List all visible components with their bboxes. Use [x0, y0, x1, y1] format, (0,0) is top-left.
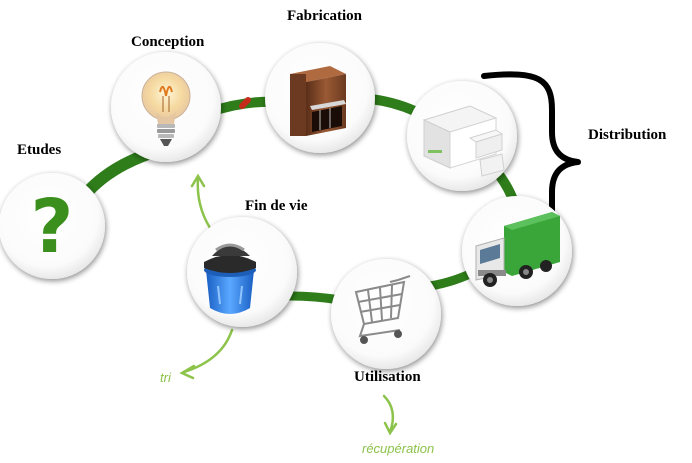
stage-label-fabrication: Fabrication: [287, 8, 362, 24]
arrow-recuperation: [382, 394, 395, 434]
path-cart-bin: [285, 291, 345, 305]
path-red-accent: [239, 97, 251, 109]
boxes-icon: [422, 105, 505, 177]
stage-label-distribution: Distribution: [588, 127, 667, 143]
flow-arrows: [179, 173, 398, 436]
arrow-fin-to-conception: [196, 176, 212, 230]
truck-icon: [475, 212, 560, 287]
trash-bin-icon: [204, 243, 256, 314]
arrow-tri-head: [179, 364, 196, 380]
stage-label-conception: Conception: [131, 34, 205, 50]
arrow-tri: [182, 328, 234, 374]
annotation-tri: tri: [160, 370, 171, 385]
arrow-recuperation-head: [383, 421, 398, 436]
stage-label-etudes: Etudes: [17, 142, 62, 158]
shopping-cart-icon: [354, 275, 411, 344]
arrow-fin-to-conception-head: [190, 173, 206, 188]
question-mark-icon: ?: [31, 184, 74, 270]
light-bulb-icon: [141, 71, 191, 146]
factory-cabinet-icon: [290, 66, 346, 136]
stage-label-utilisation: Utilisation: [354, 369, 421, 385]
circle-etudes: [0, 173, 105, 279]
circle-utilisation: [331, 259, 441, 369]
stage-label-fin-de-vie: Fin de vie: [245, 198, 308, 214]
annotation-recuperation: récupération: [362, 441, 435, 456]
svg-text:?: ?: [31, 184, 74, 270]
